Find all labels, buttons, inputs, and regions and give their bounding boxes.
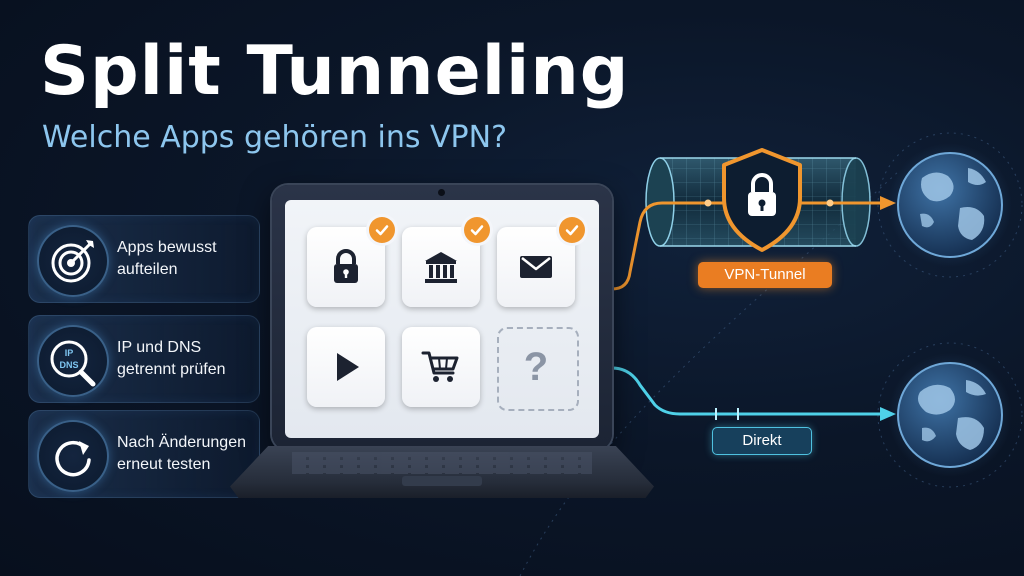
app-tile-mail[interactable] xyxy=(497,217,585,307)
mail-icon xyxy=(520,256,552,278)
app-tile-bank[interactable] xyxy=(402,217,490,307)
keyboard xyxy=(292,452,592,474)
lock-icon xyxy=(334,249,358,283)
app-grid: ? xyxy=(285,200,599,438)
tip-line: erneut testen xyxy=(117,456,211,473)
bank-icon xyxy=(425,252,457,283)
tip-line: aufteilen xyxy=(117,261,178,278)
laptop-screen: ? xyxy=(272,185,612,450)
tip-text: IP und DNS getrennt prüfen xyxy=(117,316,257,402)
orbit-ring xyxy=(877,132,1023,278)
camera-dot xyxy=(438,189,445,196)
laptop-keyboard-base xyxy=(230,446,654,498)
app-tile-video[interactable] xyxy=(307,327,385,407)
app-tile-shopping[interactable] xyxy=(402,327,480,407)
play-icon xyxy=(337,353,359,381)
vpn-tunnel-label: VPN-Tunnel xyxy=(698,262,832,288)
check-badge xyxy=(464,217,490,243)
checkmark-icon xyxy=(375,225,389,236)
check-badge xyxy=(559,217,585,243)
tip-line: IP und DNS xyxy=(117,339,202,356)
target-icon xyxy=(37,225,109,297)
tip-text: Nach Änderungen erneut testen xyxy=(117,411,257,497)
trackpad xyxy=(402,476,482,486)
cart-icon xyxy=(421,351,459,382)
tip-line: getrennt prüfen xyxy=(117,361,226,378)
checkmark-icon xyxy=(470,225,484,236)
ip-dns-search-icon: IP DNS xyxy=(37,325,109,397)
refresh-icon xyxy=(37,420,109,492)
tip-line: Apps bewusst xyxy=(117,239,217,256)
shield-lock-icon xyxy=(722,148,802,252)
globe-icon xyxy=(888,353,1012,477)
app-tile-lock[interactable] xyxy=(307,217,395,307)
direct-route-label: Direkt xyxy=(712,427,812,455)
page-title: Split Tunneling xyxy=(40,32,630,111)
ip-icon-label: IP xyxy=(65,348,74,358)
dns-icon-label: DNS xyxy=(59,360,78,370)
app-tile-unknown[interactable]: ? xyxy=(497,327,579,411)
tip-card-split-apps: Apps bewusst aufteilen xyxy=(28,215,260,303)
globe-icon xyxy=(888,143,1012,267)
check-badge xyxy=(369,217,395,243)
page-subtitle: Welche Apps gehören ins VPN? xyxy=(42,120,508,155)
tip-text: Apps bewusst aufteilen xyxy=(117,216,257,302)
checkmark-icon xyxy=(565,225,579,236)
tip-line: Nach Änderungen xyxy=(117,434,246,451)
direct-route-line xyxy=(584,362,896,421)
question-icon: ? xyxy=(523,344,549,389)
tip-card-ip-dns: IP DNS IP und DNS getrennt prüfen xyxy=(28,315,260,403)
tip-card-retest: Nach Änderungen erneut testen xyxy=(28,410,260,498)
